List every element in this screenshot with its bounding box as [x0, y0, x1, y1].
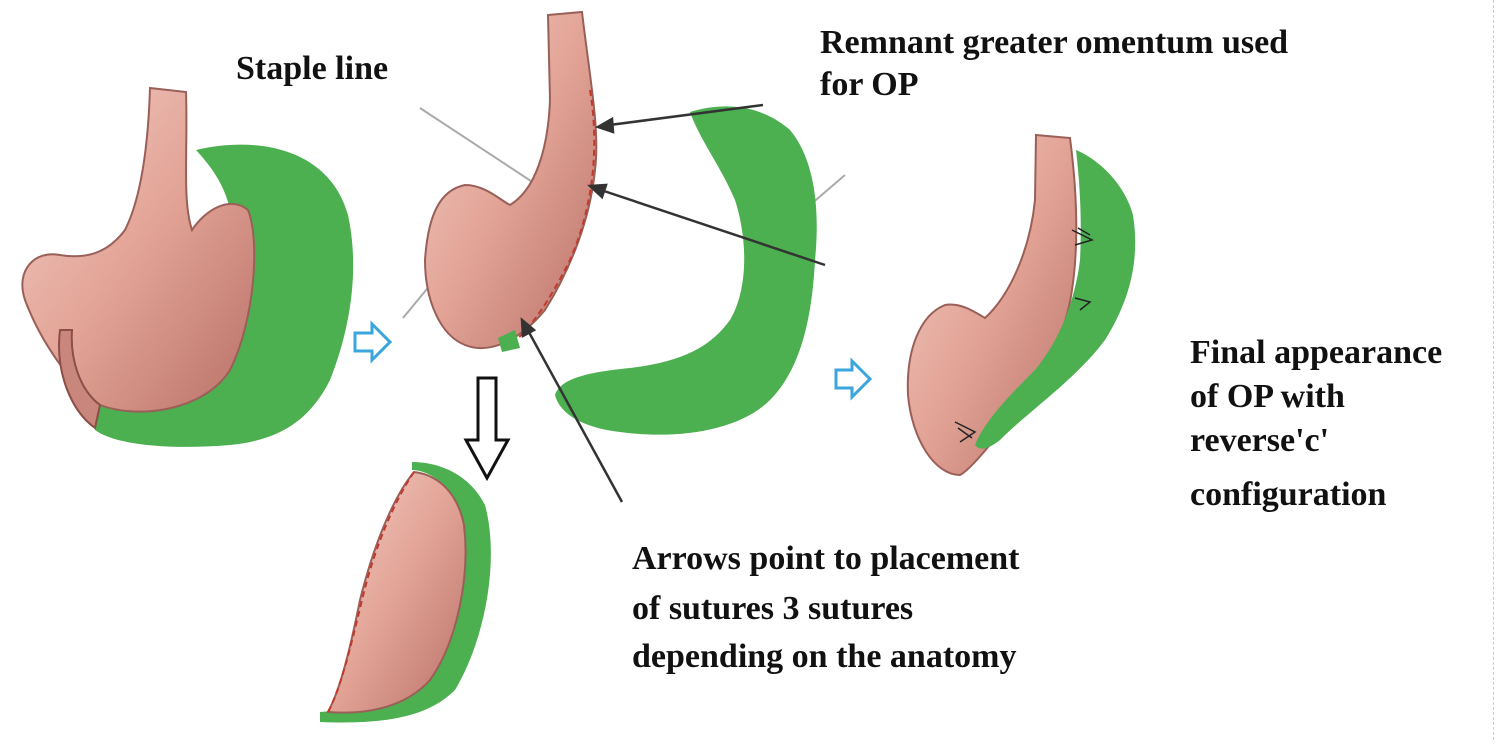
pointer-3	[523, 324, 624, 503]
remnant-omentum	[555, 106, 817, 435]
pointer-2-head	[586, 183, 608, 200]
resected-omentum-rim	[320, 462, 491, 723]
suture-1	[1071, 227, 1095, 246]
arrows-note-line3: depending on the anatomy	[632, 638, 1017, 675]
stomach-pylorus	[58, 329, 102, 430]
remnant-omentum-label-line1: Remnant greater omentum used	[820, 24, 1289, 61]
down-arrow	[463, 376, 511, 482]
resected-staple-line	[327, 471, 415, 713]
pointer-1-head	[594, 116, 615, 134]
remnant-omentum-label-line2: for OP	[820, 66, 919, 103]
sleeve-stomach	[423, 10, 598, 350]
final-omentum-wrap	[975, 150, 1136, 449]
pointer-2	[594, 186, 826, 267]
small-omentum-bit	[498, 330, 520, 352]
resected-stomach	[326, 470, 467, 714]
suture-pointers	[520, 103, 826, 503]
panel-sleeve	[402, 10, 846, 352]
staple-line-label: Staple line	[236, 50, 389, 87]
final-appearance-label-line2: of OP with	[1190, 378, 1345, 415]
suture-3	[954, 421, 977, 443]
panel-final-appearance	[906, 133, 1136, 477]
right-edge-frame	[1493, 0, 1500, 740]
pointer-3-head	[520, 317, 537, 339]
final-appearance-label-line4: configuration	[1190, 476, 1387, 513]
guide-line-right	[809, 174, 846, 206]
pointer-1	[601, 103, 764, 128]
arrows-note-line1: Arrows point to placement	[632, 540, 1020, 577]
suture-2	[1074, 297, 1092, 311]
final-stomach	[906, 133, 1078, 477]
final-appearance-label-line1: Final appearance	[1190, 334, 1443, 371]
stomach-body	[21, 86, 256, 413]
panel-remnant-omentum	[555, 106, 817, 435]
arrows-note-line2: of sutures 3 sutures	[632, 590, 914, 627]
panel-original-stomach	[21, 86, 354, 447]
step-arrow-2	[834, 357, 873, 401]
final-appearance-label-line3: reverse'c'	[1190, 422, 1330, 459]
step-arrow-1	[353, 320, 393, 364]
panel-resected-portion	[320, 462, 491, 723]
final-sutures	[954, 227, 1095, 443]
